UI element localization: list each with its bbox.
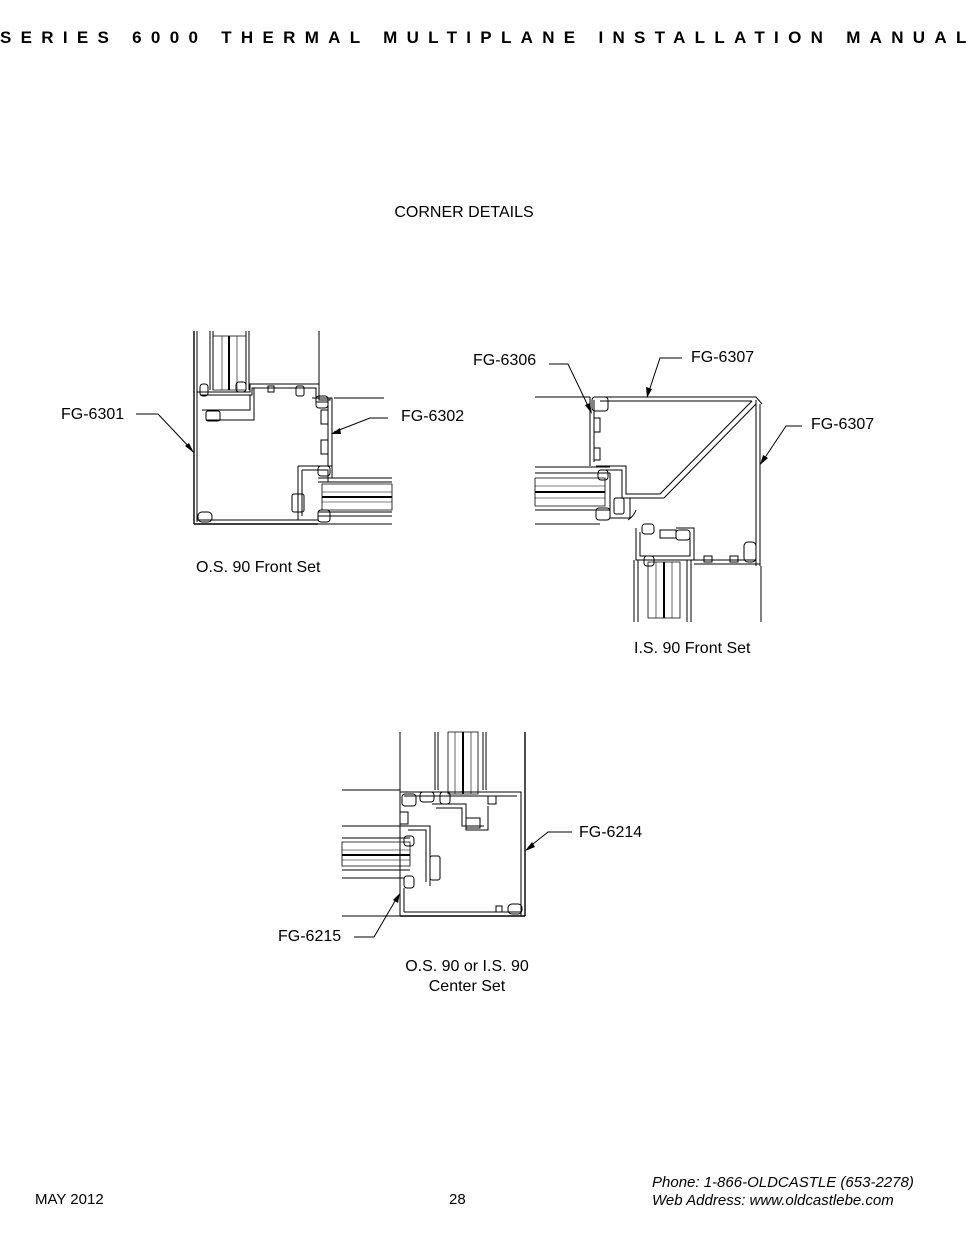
caption-os90-front-set: O.S. 90 Front Set xyxy=(196,559,321,576)
corner-details-drawings xyxy=(0,0,954,1235)
footer-phone: Phone: 1-866-OLDCASTLE (653-2278) xyxy=(652,1174,914,1191)
callout-fg-6307-right: FG-6307 xyxy=(811,416,875,433)
caption-center-set-line1: O.S. 90 or I.S. 90 xyxy=(405,958,529,975)
detail-center-set-drawing xyxy=(342,732,572,937)
caption-center-set: O.S. 90 or I.S. 90 Center Set xyxy=(366,957,568,997)
callout-fg-6306: FG-6306 xyxy=(473,352,537,369)
callout-fg-6301: FG-6301 xyxy=(61,406,125,423)
callout-fg-6307-top: FG-6307 xyxy=(691,349,755,366)
detail-os90-front-set-drawing xyxy=(136,331,392,524)
footer-web-address: Web Address: www.oldcastlebe.com xyxy=(652,1192,894,1209)
detail-is90-front-set-drawing xyxy=(535,358,802,622)
footer-page-number: 28 xyxy=(449,1191,466,1208)
callout-fg-6214: FG-6214 xyxy=(579,824,643,841)
callout-fg-6215: FG-6215 xyxy=(278,928,342,945)
caption-is90-front-set: I.S. 90 Front Set xyxy=(634,640,751,657)
callout-fg-6302: FG-6302 xyxy=(401,408,465,425)
footer-date: MAY 2012 xyxy=(35,1191,104,1208)
caption-center-set-line2: Center Set xyxy=(428,978,506,995)
footer-contact: Phone: 1-866-OLDCASTLE (653-2278) Web Ad… xyxy=(652,1174,914,1210)
manual-header-title: SERIES 6000 THERMAL MULTIPLANE INSTALLAT… xyxy=(0,28,976,47)
section-title: CORNER DETAILS xyxy=(394,204,534,221)
